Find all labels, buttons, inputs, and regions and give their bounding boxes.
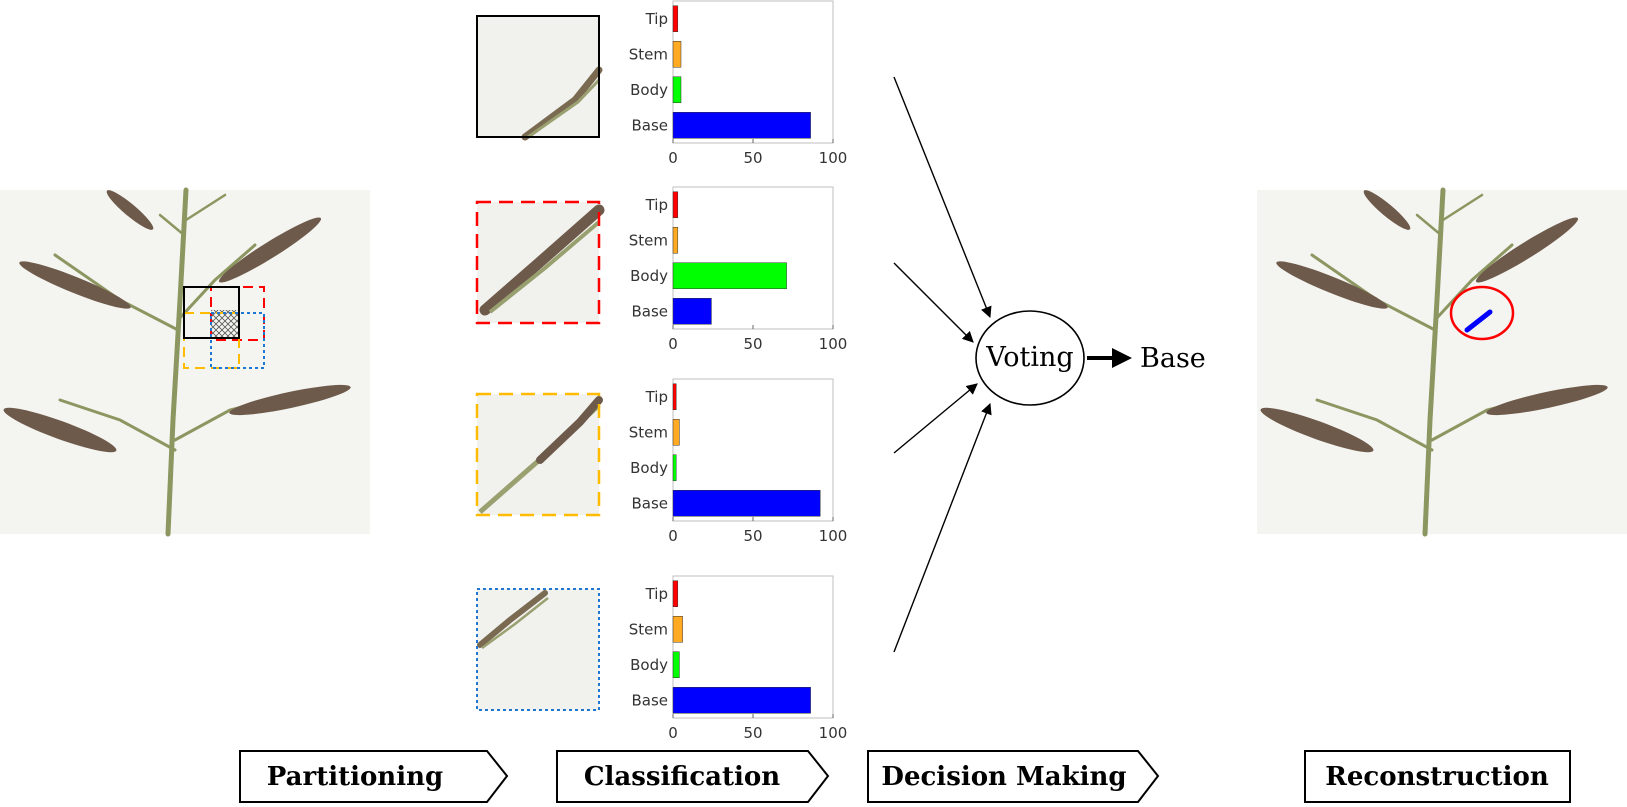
vote-arrow-3 [893, 383, 978, 454]
category-label: Stem [629, 231, 668, 249]
x-tick-label: 50 [743, 149, 762, 167]
category-label: Body [630, 81, 668, 99]
bar-body [672, 262, 787, 289]
category-label: Tip [645, 196, 668, 214]
highlight-circle [1449, 285, 1515, 341]
category-label: Base [631, 691, 668, 709]
bar-stem [672, 616, 683, 643]
x-tick-label: 50 [743, 724, 762, 742]
category-label: Base [631, 116, 668, 134]
bar-stem [672, 419, 680, 446]
category-label: Base [631, 302, 668, 320]
bar-stem [672, 41, 682, 68]
stage-partitioning: Partitioning [239, 750, 509, 803]
x-tick-label: 0 [668, 149, 678, 167]
stage-reconstruction: Reconstruction [1304, 750, 1571, 803]
stage-label-classification: Classification [584, 762, 780, 792]
bar-tip [672, 5, 679, 32]
category-label: Stem [629, 45, 668, 63]
x-tick-label: 50 [743, 527, 762, 545]
stage-labels: Partitioning Classification Decision Mak… [239, 750, 1571, 803]
patch-thumbnail-1 [476, 15, 603, 141]
vote-arrow-2 [893, 262, 974, 343]
bar-tip [672, 580, 679, 607]
category-label: Stem [629, 620, 668, 638]
stage-label-decision-making: Decision Making [881, 762, 1126, 792]
x-tick-label: 0 [668, 527, 678, 545]
x-tick-label: 100 [819, 149, 848, 167]
voting-arrows [893, 76, 992, 653]
stage-decision-making: Decision Making [867, 750, 1160, 803]
bar-stem [672, 227, 679, 254]
bar-base [672, 490, 821, 517]
bar-base [672, 687, 811, 714]
panicle-image-right [1257, 187, 1627, 537]
bar-tip [672, 191, 679, 218]
bar-body [672, 454, 677, 481]
x-tick-label: 100 [819, 527, 848, 545]
stage-classification: Classification [556, 750, 830, 803]
voting-result: Base [1140, 343, 1206, 374]
category-label: Tip [645, 388, 668, 406]
stage-label-partitioning: Partitioning [267, 762, 443, 792]
category-label: Body [630, 459, 668, 477]
bar-body [672, 651, 680, 678]
patch-overlay-grid [183, 286, 265, 369]
patch-thumbnail-4 [476, 588, 600, 711]
category-label: Base [631, 494, 668, 512]
bar-body [672, 76, 682, 103]
reconstructed-base-segment [1464, 309, 1493, 333]
x-tick-label: 0 [668, 335, 678, 353]
stage-label-reconstruction: Reconstruction [1325, 762, 1549, 792]
voting-label: Voting [985, 342, 1073, 373]
patch-thumbnails [475, 15, 605, 711]
patch-thumbnail-2 [475, 200, 605, 325]
panicle-image-left [0, 187, 370, 537]
x-tick-label: 50 [743, 335, 762, 353]
category-label: Body [630, 267, 668, 285]
category-label: Stem [629, 423, 668, 441]
bar-base [672, 298, 712, 325]
bar-base [672, 112, 811, 139]
bar-tip [672, 383, 677, 410]
category-label: Tip [645, 10, 668, 28]
x-tick-label: 100 [819, 724, 848, 742]
x-tick-label: 0 [668, 724, 678, 742]
patch-thumbnail-3 [475, 392, 603, 517]
vote-arrow-4 [893, 402, 992, 653]
x-tick-label: 100 [819, 335, 848, 353]
category-label: Tip [645, 585, 668, 603]
voting-node [975, 310, 1085, 406]
category-label: Body [630, 656, 668, 674]
vote-arrow-1 [893, 76, 992, 319]
